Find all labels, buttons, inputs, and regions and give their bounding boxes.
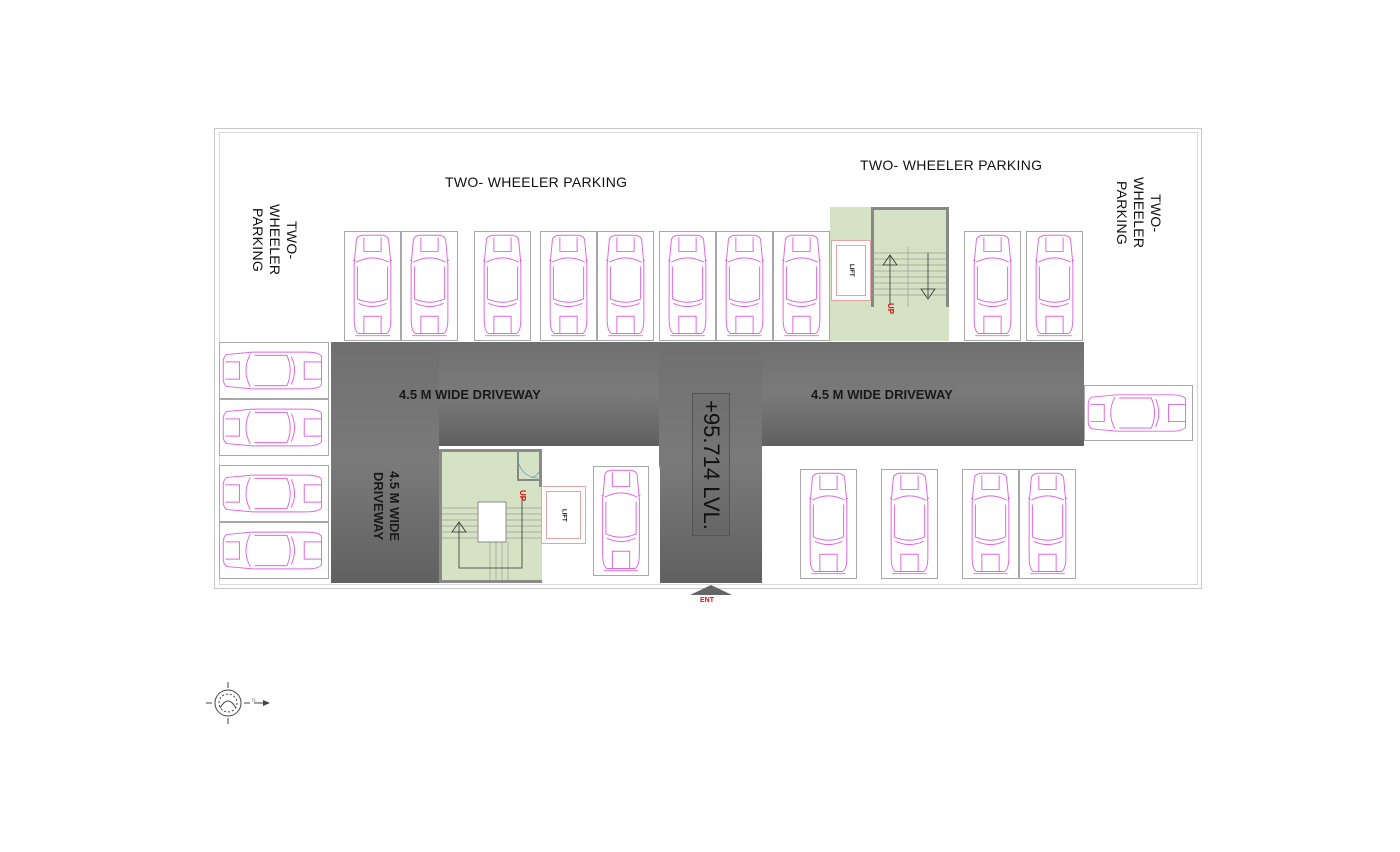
lift-bottom: LIFT xyxy=(541,486,586,544)
car-slot-left-1 xyxy=(219,342,329,399)
car-slot-top-2 xyxy=(401,231,458,341)
lift-label-bottom: LIFT xyxy=(560,508,567,522)
stair-up-label-top: UP xyxy=(886,303,895,315)
car-slot-top-1 xyxy=(344,231,401,341)
entry-arrow-icon xyxy=(690,585,732,595)
car-slot-left-2 xyxy=(219,399,329,456)
driveway-label-left: 4.5 M WIDE DRIVEWAY xyxy=(399,387,541,402)
lift-top: LIFT xyxy=(831,240,871,301)
driveway-label-vertical: 4.5 M WIDE DRIVEWAY xyxy=(371,470,402,542)
two-wheeler-parking-label-left: TWO- WHEELER PARKING xyxy=(250,204,300,276)
car-slot-top-8 xyxy=(773,231,830,341)
stair-up-label-bottom: UP xyxy=(518,490,527,502)
driveway-left-vertical xyxy=(331,342,439,583)
staircase-bottom: UP xyxy=(439,449,542,583)
car-slot-top-9 xyxy=(964,231,1021,341)
staircase-top: UP xyxy=(830,207,949,341)
two-wheeler-parking-label-top-right: TWO- WHEELER PARKING xyxy=(860,157,1043,173)
two-wheeler-parking-label-right: TWO- WHEELER PARKING xyxy=(1114,177,1164,249)
car-slot-bottom-5 xyxy=(1019,469,1076,579)
car-slot-left-3 xyxy=(219,465,329,522)
car-slot-top-3 xyxy=(474,231,531,341)
car-slot-bottom-3 xyxy=(881,469,938,579)
car-slot-top-4 xyxy=(540,231,597,341)
car-slot-bottom-2 xyxy=(800,469,857,579)
car-slot-left-4 xyxy=(219,522,329,579)
car-slot-top-6 xyxy=(659,231,716,341)
car-slot-bottom-4 xyxy=(962,469,1019,579)
stair-wall-segment xyxy=(539,449,542,487)
level-text: +95.714 LVL. xyxy=(699,399,724,530)
lift-label-top: LIFT xyxy=(848,264,854,277)
entry-label: ENT xyxy=(700,597,714,604)
north-arrow-compass-icon: N xyxy=(202,680,274,726)
car-slot-top-10 xyxy=(1026,231,1083,341)
two-wheeler-parking-label-top-left: TWO- WHEELER PARKING xyxy=(445,174,628,190)
svg-text:N: N xyxy=(252,698,256,704)
driveway-label-right: 4.5 M WIDE DRIVEWAY xyxy=(811,387,953,402)
car-slot-top-7 xyxy=(716,231,773,341)
car-slot-top-5 xyxy=(597,231,654,341)
driveway-entry-ramp xyxy=(659,342,762,583)
car-slot-bottom-1 xyxy=(593,466,649,576)
level-marker: +95.714 LVL. xyxy=(692,393,730,536)
car-slot-right-1 xyxy=(1084,385,1193,441)
